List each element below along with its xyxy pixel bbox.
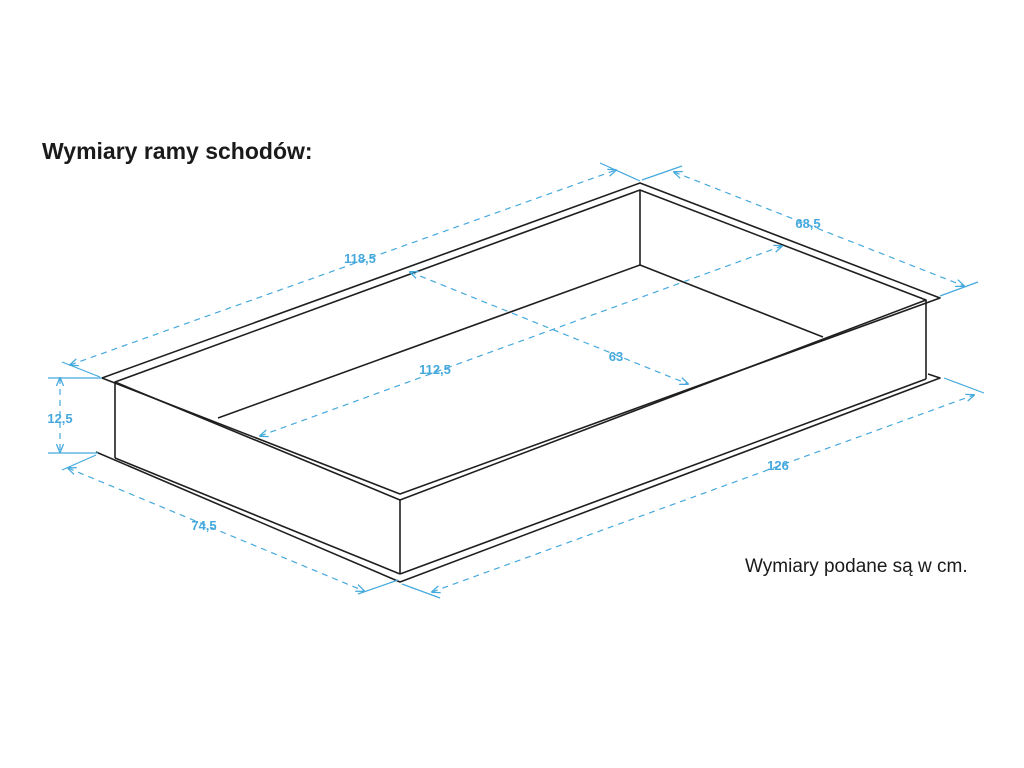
base-outline (95, 373, 941, 583)
label-68-5: 68,5 (795, 216, 820, 231)
label-12-5: 12,5 (47, 411, 72, 426)
label-118-5: 118,5 (344, 251, 376, 266)
top-rim-inner (114, 189, 927, 501)
dim-line-112-5 (260, 246, 782, 436)
dimension-lines (48, 162, 985, 599)
page-title: Wymiary ramy schodów: (42, 138, 313, 164)
label-63: 63 (609, 349, 623, 364)
frame-outline (95, 182, 941, 583)
label-74-5: 74,5 (191, 518, 216, 533)
dim-line-68-5 (674, 172, 964, 286)
label-126: 126 (767, 458, 789, 473)
dim-line-74-5 (68, 468, 364, 591)
dim-line-63 (410, 272, 688, 384)
label-112-5: 112,5 (419, 362, 451, 377)
dim-line-126 (432, 395, 974, 592)
